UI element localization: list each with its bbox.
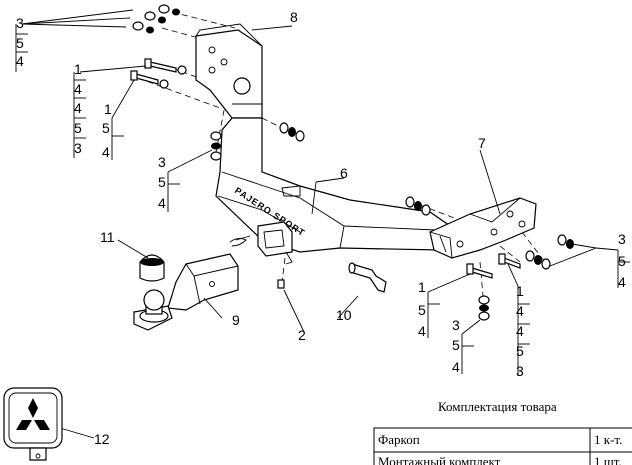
label-4: 4 (16, 53, 24, 69)
label-4: 4 (74, 100, 82, 116)
label-3: 3 (452, 317, 460, 333)
label-5: 5 (102, 120, 110, 136)
table-row-qty: 1 шт. (594, 454, 622, 465)
label-8: 8 (290, 9, 298, 25)
label-4: 4 (516, 323, 524, 339)
label-4: 4 (618, 274, 626, 290)
ball-mount-assembly (133, 253, 239, 331)
label-3: 3 (516, 363, 524, 379)
label-6: 6 (340, 165, 348, 181)
label-12: 12 (94, 431, 110, 447)
label-5: 5 (418, 302, 426, 318)
label-4: 4 (452, 359, 460, 375)
label-separators (16, 33, 630, 347)
label-3: 3 (74, 140, 82, 156)
table-title: Комплектация товара (438, 399, 557, 414)
label-4: 4 (516, 303, 524, 319)
label-10: 10 (336, 307, 352, 323)
main-towbar-beam: PAJERO SPORT (215, 117, 457, 265)
table-row-name: Монтажный комплект (378, 454, 501, 465)
part-labels: 3 5 4 8 1 4 4 5 3 1 5 4 3 5 4 6 7 3 5 4 … (16, 9, 626, 447)
label-5: 5 (452, 337, 460, 353)
mitsubishi-emblem-plate (3, 387, 63, 461)
label-5: 5 (158, 174, 166, 190)
label-4: 4 (102, 144, 110, 160)
label-5: 5 (516, 343, 524, 359)
label-3: 3 (618, 231, 626, 247)
label-5: 5 (74, 120, 82, 136)
label-11: 11 (100, 229, 115, 245)
hitch-pin (229, 235, 387, 293)
label-3: 3 (158, 154, 166, 170)
label-1: 1 (74, 61, 82, 77)
label-2: 2 (298, 327, 306, 343)
label-9: 9 (232, 312, 240, 328)
left-mount-bracket (195, 23, 263, 119)
label-1: 1 (104, 101, 112, 117)
label-4: 4 (74, 81, 82, 97)
right-mount-bracket (429, 197, 537, 259)
label-3: 3 (16, 15, 24, 31)
label-1: 1 (516, 283, 524, 299)
label-1: 1 (418, 279, 426, 295)
table-row-qty: 1 к-т. (594, 432, 622, 447)
contents-table: Комплектация товара Фаркоп 1 к-т. Монтаж… (373, 399, 632, 465)
label-5: 5 (16, 35, 24, 51)
hardware-set (130, 4, 574, 321)
table-row-name: Фаркоп (378, 432, 420, 447)
label-4: 4 (158, 195, 166, 211)
label-5: 5 (618, 253, 626, 269)
three-diamonds-logo-icon (16, 398, 50, 430)
leader-lines (15, 9, 619, 439)
label-4: 4 (418, 323, 426, 339)
label-7: 7 (478, 135, 486, 151)
